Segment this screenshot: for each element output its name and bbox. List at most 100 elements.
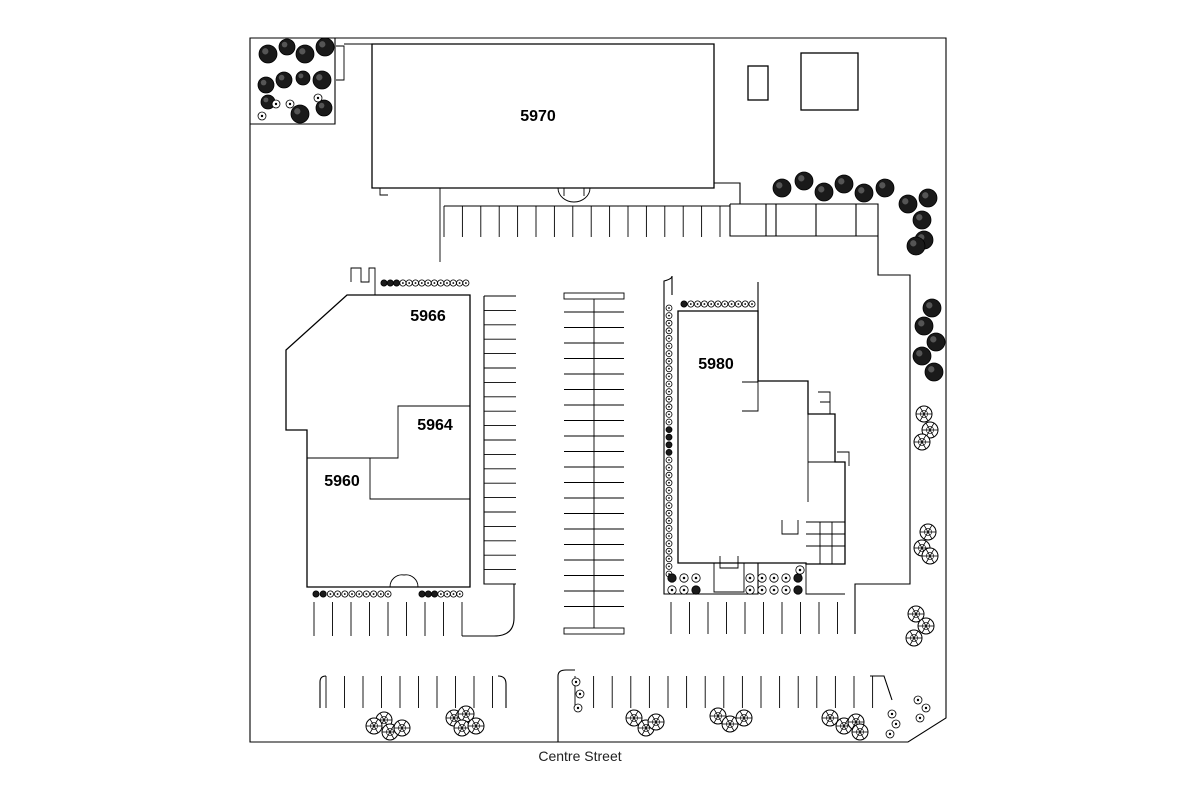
tree-branch [739,717,745,726]
tree-cluster-top-left [257,37,335,124]
tree-ring [918,438,926,446]
tree-ring [386,728,394,736]
shrub-center [668,375,670,378]
shrub-center [316,96,320,100]
building-5960-complex[interactable]: 5966 5964 5960 [285,267,471,588]
tree-ring [642,724,650,732]
tree-branch [927,531,933,540]
parking-row-bottom-left [313,602,463,636]
building-5980[interactable]: 5980 [677,310,850,595]
tree-branch [389,724,395,733]
shrub-center [408,282,411,284]
shrub-center [888,732,892,736]
parking-column-left [484,295,516,585]
tree-icon [926,332,946,352]
tree-branch [717,715,723,724]
tree-icon [918,188,938,208]
tree-branch [713,715,719,724]
tree-highlight [319,41,326,48]
tree-branch [915,613,921,622]
tree-branch [909,630,915,639]
tree-branch [929,548,935,557]
shrub-icon [665,433,673,441]
tree-branch [449,717,455,726]
shrub-center [751,303,753,305]
shrub-center [748,576,752,580]
shrub-icon [424,590,432,598]
shrub-center [668,519,670,522]
tree-icon [295,44,315,64]
parking-curb-top [714,182,911,634]
shrub-center [329,593,332,595]
tree-branch [369,718,375,727]
tree-icon [295,70,311,86]
tree-icon [875,178,895,198]
tree-branch [633,710,639,719]
tree-branch [921,625,927,634]
shrub-center [668,337,670,340]
tree-ring [910,634,918,642]
tree-branch [921,618,927,627]
planter-curb-5980 [663,275,759,595]
shrub-center [343,593,346,595]
tree-highlight [922,192,929,199]
tree-branch [829,717,835,726]
shrub-center [668,329,670,332]
parking-row-top [443,205,730,237]
parking-rows-center [564,311,624,607]
shrub-center [760,588,764,592]
tree-branch [859,724,865,733]
shrub-center [458,593,461,595]
tree-icon [315,99,333,117]
shrub-icon [319,590,327,598]
tree-branch [929,422,935,431]
shrub-center [668,557,670,560]
tree-ring [370,722,378,730]
shrub-center [916,698,920,702]
tree-highlight [278,74,285,81]
tree-branch [461,727,467,736]
tree-branch [923,531,929,540]
building-5970[interactable]: 5970 [336,43,715,262]
tree-highlight [930,336,937,343]
shrub-center [668,497,670,499]
square-structure [800,52,859,111]
tree-branch [651,721,657,730]
shrub-center [464,282,467,284]
tree-branch [825,710,831,719]
tree-branch [471,718,477,727]
shrub-center [668,345,670,347]
shrub-center [420,282,423,284]
tree-branch [401,727,407,736]
tree-ring [472,722,480,730]
tree-icon [258,44,278,64]
shrub-center [452,593,455,595]
parking-island-center [563,292,625,635]
tree-branch [739,710,745,719]
shrub-center [784,576,788,580]
tree-ring [926,426,934,434]
tree-highlight [902,198,909,205]
trees-deciduous [365,405,939,741]
tree-ring [740,714,748,722]
tree-branch [471,725,477,734]
shrub-center [668,504,670,507]
shrub-center [689,303,692,305]
tree-highlight [928,366,935,373]
shrub-center [668,489,670,492]
tree-highlight [858,187,865,194]
shrub-icon [418,590,426,598]
tree-branch [921,441,927,450]
shrub-icon [665,448,673,456]
tree-branch [389,731,395,740]
shrub-center [668,542,670,545]
shrub-center [668,383,670,385]
tree-branch [725,723,731,732]
shrub-center [703,303,706,305]
shrub-center [668,512,670,515]
shrub-center [365,593,368,595]
tree-highlight [916,350,923,357]
shrub-center [668,405,670,408]
tree-highlight [299,48,306,55]
